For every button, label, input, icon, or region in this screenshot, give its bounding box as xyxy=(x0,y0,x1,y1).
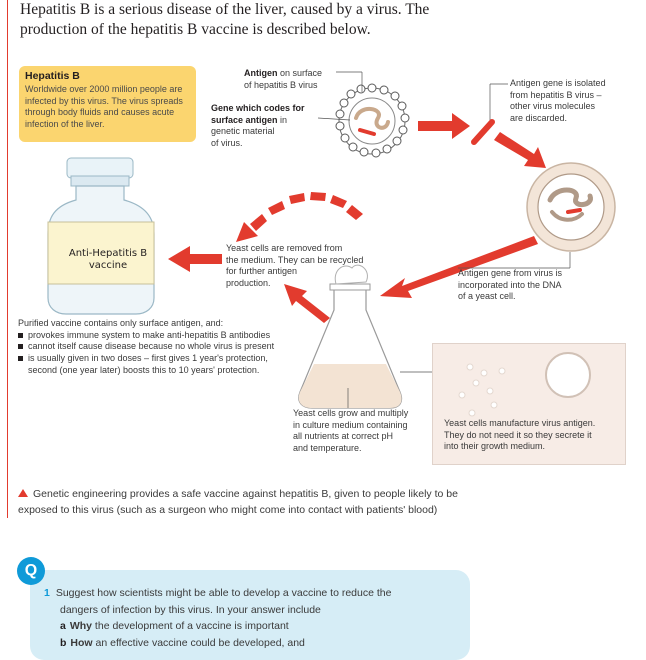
antigen-label-rest: on surface xyxy=(278,68,323,78)
question-text: 1 Suggest how scientists might be able to… xyxy=(44,585,464,651)
purified-vaccine-notes: Purified vaccine contains only surface a… xyxy=(18,318,318,377)
list-item: is usually given in two doses – first gi… xyxy=(18,353,318,365)
incorporated-line2: incorporated into the DNA xyxy=(458,280,562,290)
gene-label: Gene which codes for surface antigen in … xyxy=(211,103,331,149)
isolated-gene-segment xyxy=(474,122,492,142)
isolated-line3: other virus molecules xyxy=(510,101,595,111)
isolated-line2: from hepatitis B virus – xyxy=(510,90,602,100)
purified-intro: Purified vaccine contains only surface a… xyxy=(18,318,318,330)
vaccine-label-line1: Anti-Hepatitis B xyxy=(62,248,154,260)
arrow-to-gene xyxy=(418,113,470,139)
yeast-cell-illustration xyxy=(527,163,615,251)
figure-caption: Genetic engineering provides a safe vacc… xyxy=(18,486,518,518)
grow-line4: and temperature. xyxy=(293,443,362,453)
question-a-rest: the development of a vaccine is importan… xyxy=(92,620,289,632)
isolated-line1: Antigen gene is isolated xyxy=(510,78,606,88)
vaccine-label-line2: vaccine xyxy=(62,260,154,272)
yeast-removed-label: Yeast cells are removed from the medium.… xyxy=(226,243,396,289)
gene-label-bold2: surface antigen xyxy=(211,115,278,125)
grow-line1: Yeast cells grow and multiply xyxy=(293,408,408,418)
list-item: provokes immune system to make anti-hepa… xyxy=(18,330,318,342)
purified-bullets: provokes immune system to make anti-hepa… xyxy=(18,330,318,365)
isolated-line4: are discarded. xyxy=(510,113,567,123)
incorporated-line1: Antigen gene from virus is xyxy=(458,268,562,278)
gene-label-line4: of virus. xyxy=(211,138,243,148)
yeast-manufacture-label: Yeast cells manufacture virus antigen. T… xyxy=(444,418,624,453)
removed-line1: Yeast cells are removed from xyxy=(226,243,342,253)
question-a-label: a xyxy=(60,620,66,632)
question-icon: Q xyxy=(17,557,45,585)
manufacture-line1: Yeast cells manufacture virus antigen. xyxy=(444,418,595,428)
virus-particle-illustration xyxy=(336,84,409,157)
manufacture-line3: into their growth medium. xyxy=(444,441,545,451)
removed-line3: for further antigen xyxy=(226,266,297,276)
vaccine-label: Anti-Hepatitis B vaccine xyxy=(62,248,154,272)
gene-label-line3: genetic material xyxy=(211,126,275,136)
question-line1: Suggest how scientists might be able to … xyxy=(56,587,392,599)
caption-line1: Genetic engineering provides a safe vacc… xyxy=(33,488,458,500)
grow-line2: in culture medium containing xyxy=(293,420,408,430)
gene-label-rest: in xyxy=(278,115,288,125)
recycle-arc-arrow xyxy=(236,192,363,242)
gene-incorporated-label: Antigen gene from virus is incorporated … xyxy=(458,268,598,303)
incorporated-line3: of a yeast cell. xyxy=(458,291,516,301)
question-b-rest: an effective vaccine could be developed,… xyxy=(93,637,305,649)
purified-continuation: second (one year later) boosts this to 1… xyxy=(18,365,318,377)
gene-label-bold1: Gene which codes for xyxy=(211,103,305,113)
vaccine-bottle-illustration xyxy=(40,148,170,318)
antigen-label-line2: of hepatitis B virus xyxy=(244,80,318,90)
antigen-label: Antigen on surface of hepatitis B virus xyxy=(244,68,354,91)
question-line2: dangers of infection by this virus. In y… xyxy=(44,602,464,619)
grow-line3: all nutrients at correct pH xyxy=(293,431,393,441)
removed-line2: the medium. They can be recycled xyxy=(226,255,363,265)
question-number: 1 xyxy=(44,587,50,599)
question-b-label: b xyxy=(60,637,66,649)
yeast-grow-label: Yeast cells grow and multiply in culture… xyxy=(293,408,433,454)
arrow-to-vaccine xyxy=(168,246,222,272)
yeast-panel-illustration xyxy=(432,343,624,423)
gene-isolated-label: Antigen gene is isolated from hepatitis … xyxy=(510,78,630,124)
caption-triangle-icon xyxy=(18,489,28,497)
list-item: cannot itself cause disease because no w… xyxy=(18,341,318,353)
caption-line2: exposed to this virus (such as a surgeon… xyxy=(18,504,437,516)
arrow-to-yeast-cell xyxy=(494,132,546,168)
removed-line4: production. xyxy=(226,278,271,288)
question-b-bold: How xyxy=(70,637,92,649)
question-a-bold: Why xyxy=(70,620,92,632)
antigen-label-bold: Antigen xyxy=(244,68,278,78)
manufacture-line2: They do not need it so they secrete it xyxy=(444,430,592,440)
